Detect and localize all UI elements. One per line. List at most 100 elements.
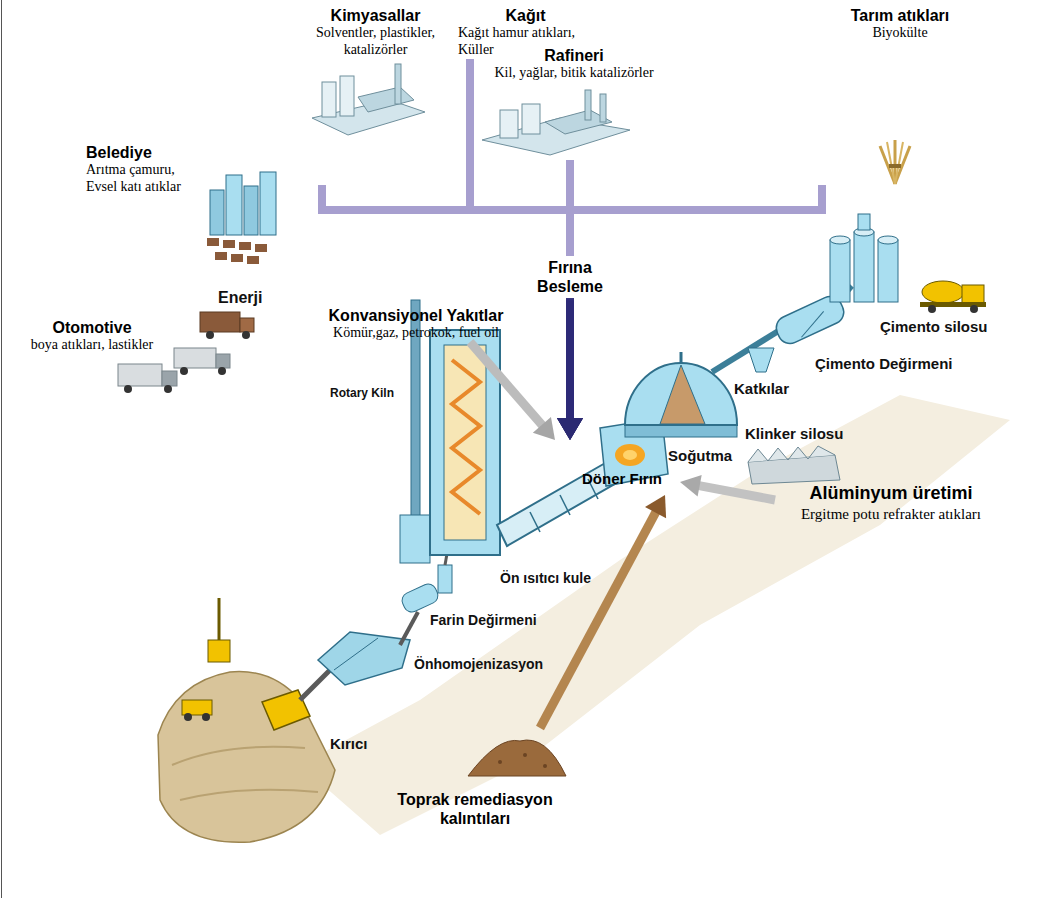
- illustration-tag: Rotary Kiln: [330, 386, 394, 400]
- additive-hopper: [748, 348, 774, 372]
- truck-icons: [174, 348, 216, 368]
- city-icon: [244, 186, 258, 235]
- waste-source: Toprak remediasyon kalıntıları: [385, 728, 565, 828]
- cement-silos: [830, 214, 898, 302]
- node-heading: Otomotive: [6, 318, 178, 337]
- node-heading: Rafineri: [486, 46, 662, 65]
- truck-icons: [124, 385, 132, 393]
- city-icon: [226, 175, 242, 235]
- flow-arrow: [680, 475, 775, 500]
- soil-pile: [468, 740, 566, 776]
- waste-source: Tarım atıklarıBiyokülte: [815, 6, 985, 185]
- refinery-icon: [500, 110, 518, 138]
- city-icon: [260, 172, 276, 235]
- node-body: Solventler, plastikler, katalizörler: [308, 25, 443, 59]
- cement-silos: [830, 240, 850, 302]
- truck-icons: [118, 312, 254, 393]
- preheater-tower: [400, 515, 430, 563]
- quarry: [182, 700, 212, 715]
- refinery-icon: [482, 90, 630, 155]
- cement-truck: [928, 305, 936, 313]
- preheater-tower: [452, 360, 480, 514]
- truck-icons: [118, 364, 162, 386]
- soil-pile: [498, 760, 502, 764]
- process-label: Önhomojenizasyon: [414, 656, 543, 673]
- soil-pile: [523, 753, 527, 757]
- truck-icons: [180, 367, 188, 375]
- chemical-plant-icon: [395, 64, 401, 104]
- node-body: Biyokülte: [815, 25, 985, 42]
- cement-silos: [858, 214, 870, 230]
- prehomogenization-shed: [400, 612, 418, 645]
- refinery-icon: [600, 94, 606, 122]
- city-icon: [207, 238, 219, 246]
- crusher: [300, 668, 332, 700]
- clinker-silo: [660, 365, 705, 424]
- quarry: [218, 598, 221, 642]
- edge-label: Fırına Besleme: [525, 256, 615, 298]
- prehomogenization-shed: [318, 632, 410, 685]
- process-label: Katkılar: [734, 380, 789, 398]
- truck-icons: [240, 318, 254, 332]
- biomass-sheaf: [889, 164, 901, 168]
- flow-line: [540, 511, 656, 728]
- node-body: boya atıkları, lastikler: [6, 337, 178, 354]
- process-label: Klinker silosu: [745, 425, 843, 443]
- arrow-head: [645, 495, 666, 518]
- chemical-plant-icon: [322, 82, 336, 117]
- node-heading: Kağıt: [458, 6, 593, 25]
- node-body: Kil, yağlar, bitik katalizörler: [486, 65, 662, 82]
- flow-line: [470, 342, 543, 426]
- ground-shadow: [300, 395, 1010, 835]
- cooler: [623, 450, 637, 460]
- process-label: Ön ısıtıcı kule: [500, 570, 591, 587]
- soil-pile: [543, 764, 547, 768]
- city-icon: [223, 240, 235, 248]
- area-label: Enerji: [218, 288, 262, 307]
- quarry: [202, 713, 210, 721]
- truck-icons: [216, 354, 230, 368]
- process-label: Çimento Değirmeni: [815, 355, 953, 373]
- biomass-sheaf: [887, 142, 895, 184]
- clinker-silo: [625, 363, 737, 425]
- cement-silos: [878, 236, 898, 244]
- node-heading: Kimyasallar: [308, 6, 443, 25]
- prehomogenization-shed: [318, 612, 418, 685]
- arrow-head: [680, 475, 702, 497]
- biomass-sheaf: [880, 140, 910, 184]
- chemical-plant-icon: [340, 76, 354, 116]
- cooler: [615, 444, 645, 466]
- flow-arrow: [557, 185, 822, 440]
- node-heading: Konvansiyonel Yakıtlar: [308, 306, 524, 325]
- truck-icons: [242, 331, 250, 339]
- city-icon: [210, 190, 224, 235]
- flow-line: [698, 485, 775, 500]
- city-icon: [239, 242, 251, 250]
- page-border: [1, 0, 2, 898]
- arrow-head: [557, 418, 583, 440]
- flow-line: [570, 185, 822, 420]
- arrow-head: [557, 418, 583, 440]
- cement-truck: [920, 281, 986, 313]
- waste-source: KimyasallarSolventler, plastikler, katal…: [308, 6, 443, 185]
- flow-arrow: [540, 495, 666, 728]
- truck-icons: [164, 385, 172, 393]
- process-label: Farin Değirmeni: [430, 612, 537, 629]
- cement-silos: [878, 240, 898, 302]
- node-body: Ergitme potu refrakter atıkları: [775, 505, 1007, 523]
- cement-truck: [970, 305, 978, 313]
- chemical-plant-icon: [312, 64, 425, 135]
- biomass-sheaf: [895, 142, 903, 184]
- city-icon: [255, 244, 267, 252]
- cement-silos: [830, 236, 850, 244]
- city-icon: [231, 254, 243, 262]
- node-heading: Belediye: [86, 143, 204, 162]
- arrow-head: [557, 418, 583, 440]
- process-label: Soğutma: [668, 447, 732, 465]
- fuel-source: Konvansiyonel YakıtlarKömür,gaz, petroko…: [308, 306, 524, 342]
- node-heading: Alüminyum üretimi: [775, 483, 1007, 505]
- chemical-plant-icon: [358, 87, 414, 112]
